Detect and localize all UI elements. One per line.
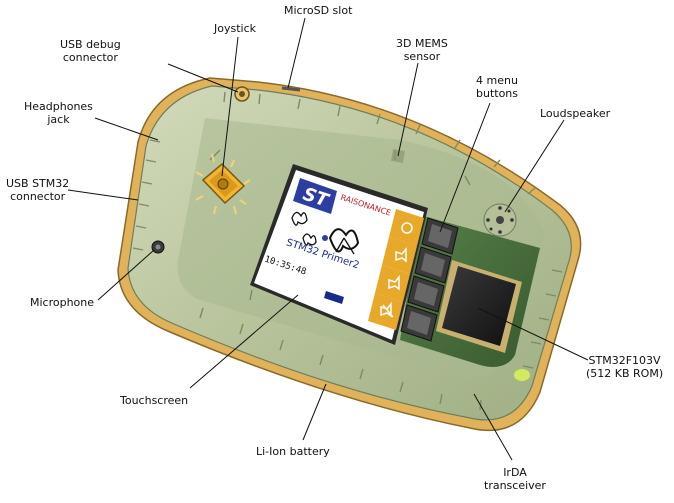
label-li-ion-battery: Li-Ion battery [256, 445, 330, 458]
label-microsd-slot: MicroSD slot [284, 4, 353, 17]
butterflies [291, 211, 360, 255]
menu-icon-tiles [368, 209, 424, 330]
battery-indicator [324, 291, 344, 304]
label-touchscreen: Touchscreen [120, 394, 189, 407]
joystick [195, 153, 251, 215]
touchscreen: ST RAISONANCE STM32 Primer2 10:35:48 [250, 164, 428, 345]
st-logo [293, 178, 337, 214]
label-usb-debug-connector: USB debug connector [60, 38, 121, 64]
label-headphones-jack: Headphones jack [24, 100, 93, 126]
menu-buttons [400, 217, 459, 342]
irda-transceiver [514, 369, 530, 381]
label-menu-buttons: 4 menu buttons [476, 74, 519, 100]
label-loudspeaker: Loudspeaker [540, 107, 611, 120]
stm32-chip [436, 260, 522, 353]
label-stm32f103v: STM32F103V (512 KB ROM) [586, 354, 664, 380]
label-irda-transceiver: IrDA transceiver [484, 466, 546, 492]
leader-lines [67, 17, 589, 461]
label-joystick: Joystick [214, 22, 257, 35]
label-3d-mems-sensor: 3D MEMS sensor [396, 37, 448, 63]
label-usb-stm32-connector: USB STM32 connector [6, 177, 70, 203]
loudspeaker [483, 203, 517, 237]
label-microphone: Microphone [30, 296, 95, 309]
microsd-slot [281, 86, 301, 92]
edge-ridges [132, 91, 563, 411]
